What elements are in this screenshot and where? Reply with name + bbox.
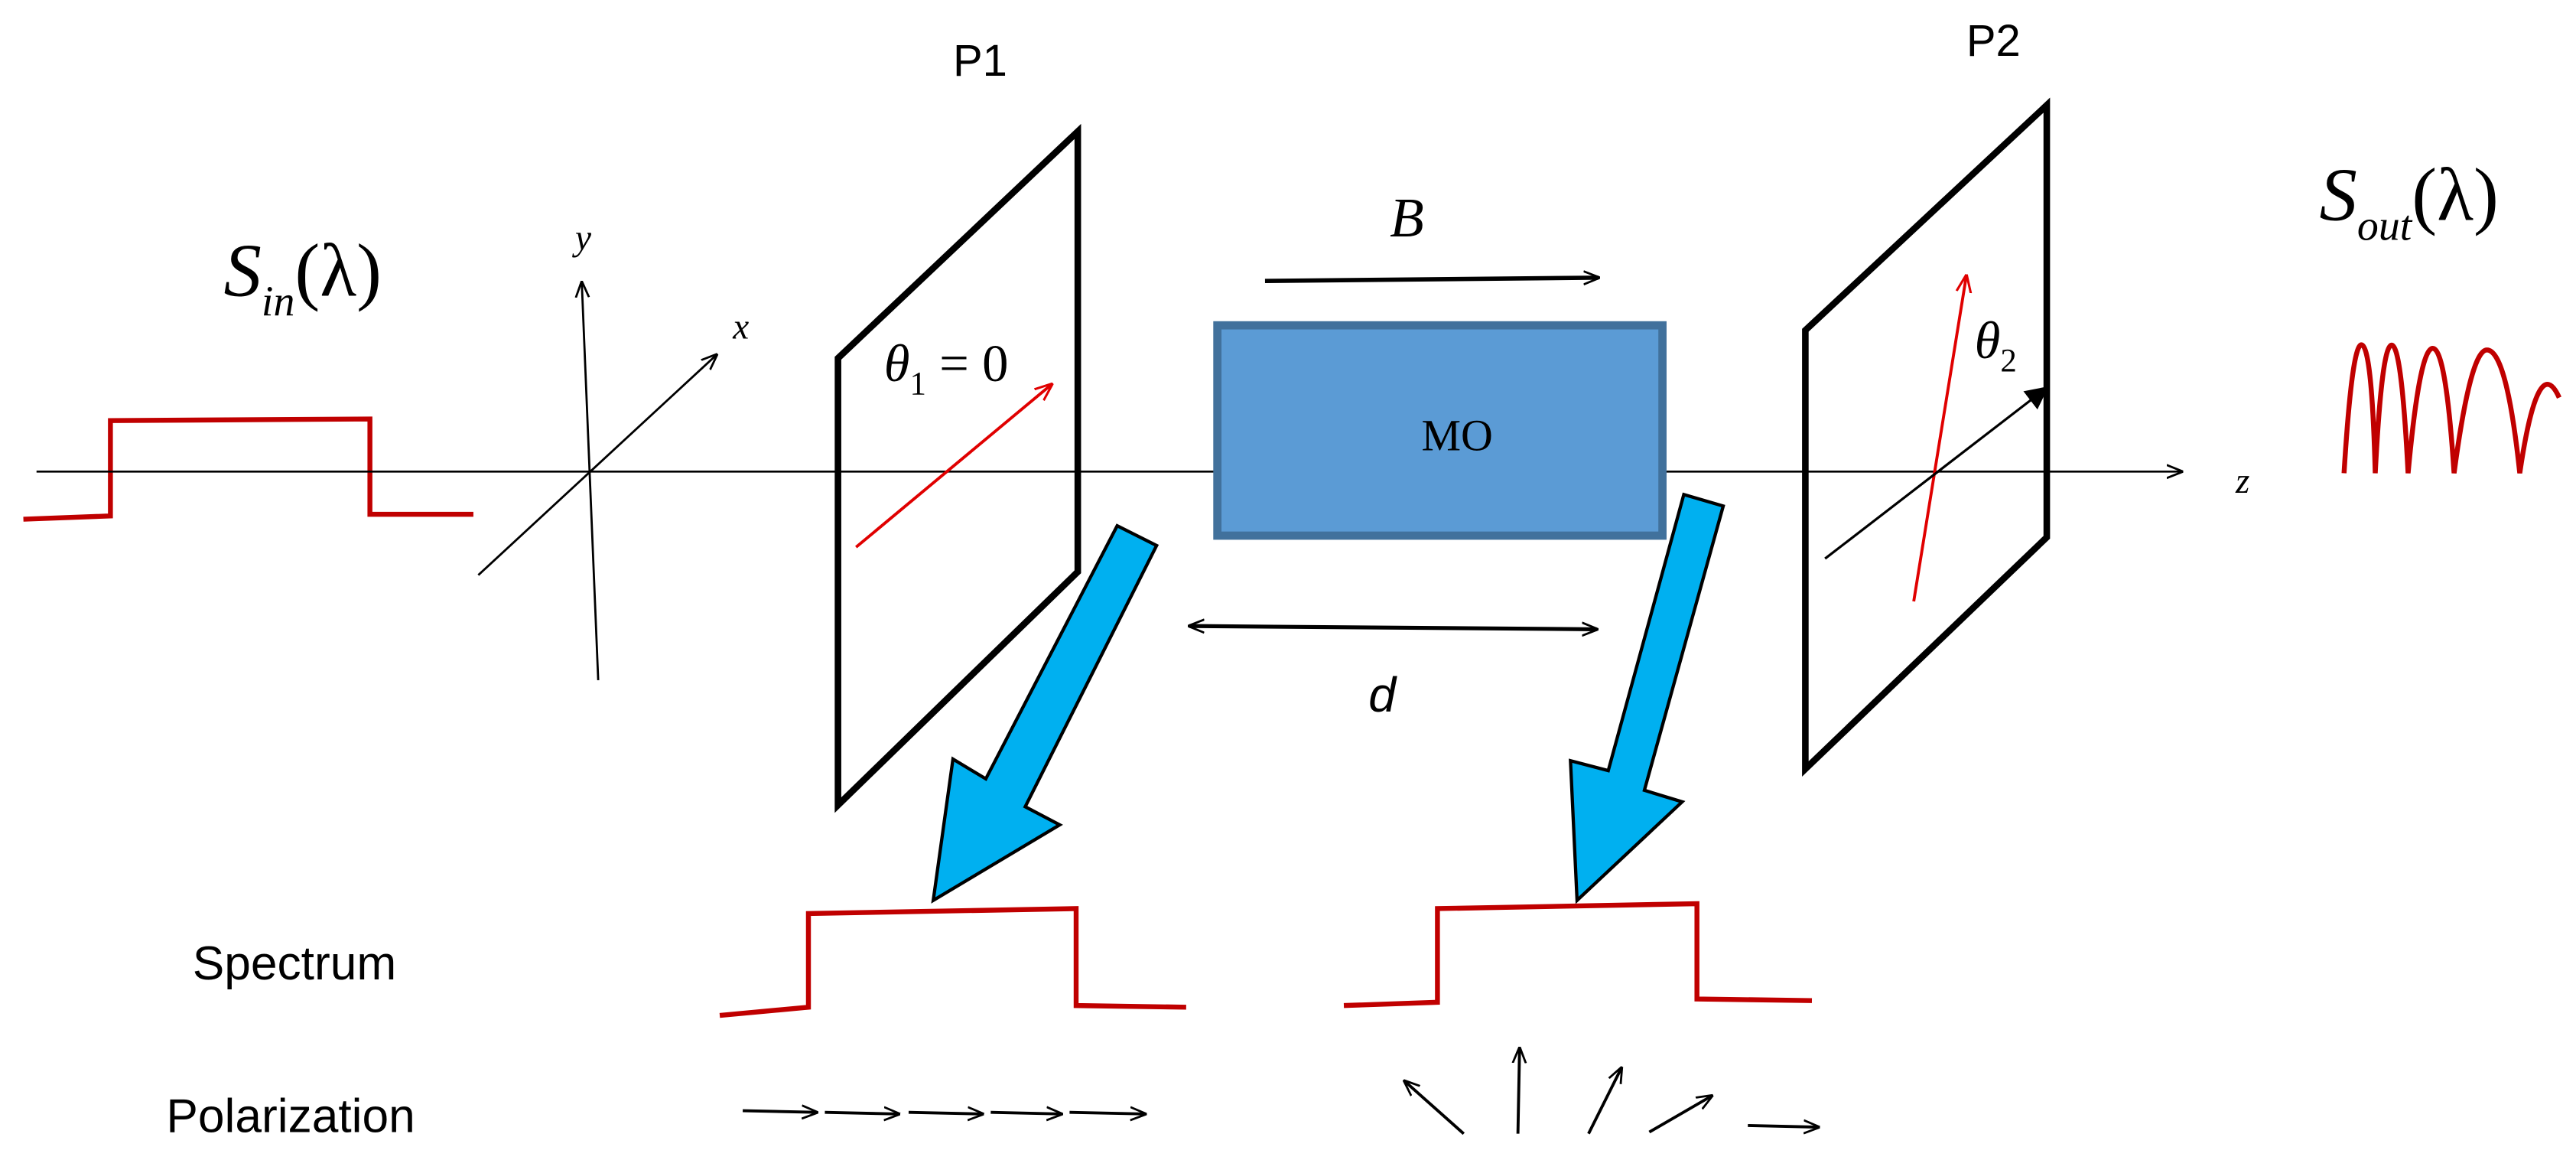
p1-polarization-arrow bbox=[855, 384, 1052, 549]
output-spectrum-curve bbox=[2341, 342, 2561, 474]
axis-x-label: x bbox=[732, 307, 749, 347]
pointer-arrow-left bbox=[931, 523, 1160, 904]
p2-label: P2 bbox=[1966, 17, 2021, 66]
p1-label: P1 bbox=[953, 37, 1007, 86]
field-b-label: B bbox=[1390, 187, 1424, 249]
distance-arrow bbox=[1189, 626, 1597, 629]
x-axis bbox=[477, 355, 716, 576]
distance-d-label: d bbox=[1368, 667, 1397, 722]
spectrum-after-p1 bbox=[719, 906, 1186, 1018]
p2-transmission-axis-arrow bbox=[1824, 386, 2049, 560]
y-axis bbox=[582, 282, 600, 681]
polarization-after-p1 bbox=[743, 1111, 1145, 1114]
row-label-polarization: Polarization bbox=[166, 1090, 415, 1142]
input-spectrum-curve bbox=[23, 416, 473, 522]
axis-y-label: y bbox=[572, 218, 591, 258]
polarization-after-mo bbox=[1404, 1048, 1818, 1136]
polarizer-p2 bbox=[1802, 97, 2051, 777]
mo-label: MO bbox=[1421, 410, 1492, 460]
mo-crystal bbox=[1213, 321, 1667, 540]
axis-z-label: z bbox=[2235, 461, 2249, 501]
coordinate-axes bbox=[36, 282, 2181, 681]
field-b-arrow bbox=[1264, 278, 1599, 281]
s-out-label: Sout(λ) bbox=[2320, 154, 2499, 250]
spectrum-after-mo bbox=[1343, 901, 1813, 1008]
row-label-spectrum: Spectrum bbox=[193, 937, 396, 990]
polarizer-p1 bbox=[834, 123, 1081, 813]
s-in-label: Sin(λ) bbox=[224, 230, 382, 326]
theta2-label: θ2 bbox=[1975, 311, 2017, 379]
p2-polarization-arrow bbox=[1912, 276, 1966, 602]
pointer-arrow-right bbox=[1569, 492, 1725, 904]
theta1-label: θ1= 0 bbox=[884, 334, 1009, 402]
